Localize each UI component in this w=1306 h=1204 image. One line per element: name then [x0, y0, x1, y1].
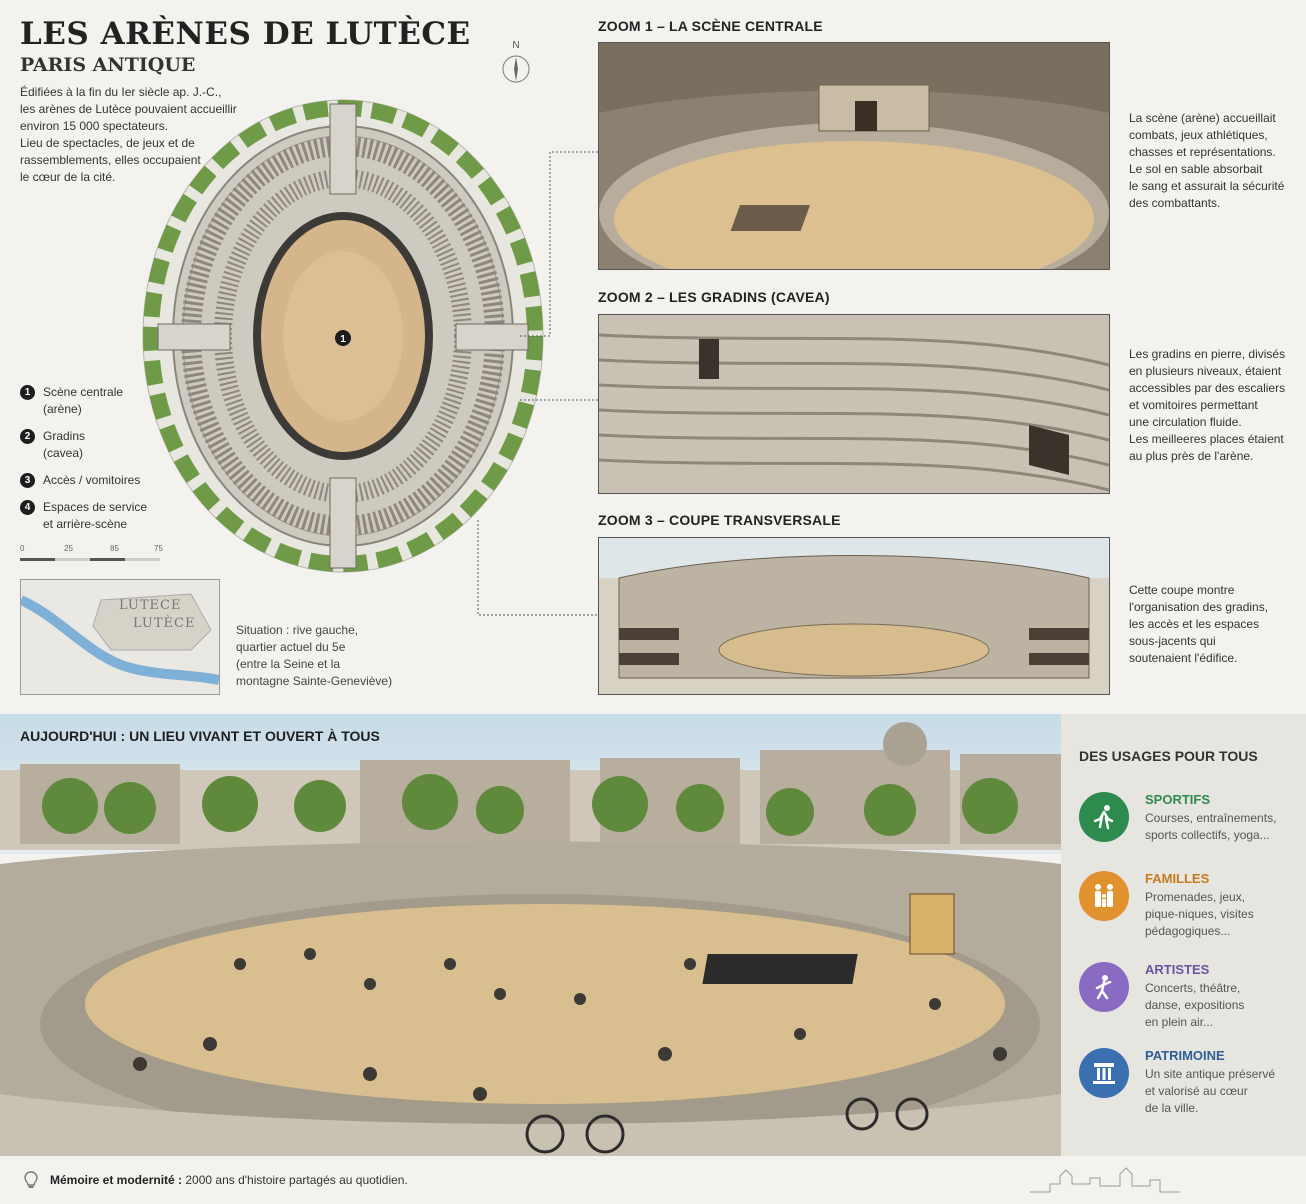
- scale-tick: 25: [64, 544, 73, 553]
- today-scene-image: [0, 714, 1061, 1156]
- legend-text: Scène centrale (arène): [43, 385, 124, 416]
- footer-bold: Mémoire et modernité :: [50, 1173, 183, 1187]
- legend-number: 2: [20, 429, 35, 444]
- minimap-label: LUTÈCE: [133, 616, 196, 631]
- footer: Mémoire et modernité : 2000 ans d'histoi…: [0, 1156, 1306, 1204]
- zoom-3-title: ZOOM 3 – COUPE TRANSVERSALE: [598, 512, 841, 528]
- zoom-2-image: [598, 314, 1110, 494]
- usage-item-patrimoine: PATRIMOINE Un site antique préservé et v…: [1079, 1048, 1299, 1117]
- minimap-label: LUTECE: [119, 598, 182, 613]
- usage-desc: Courses, entraînements, sports collectif…: [1145, 811, 1277, 842]
- usage-desc: Promenades, jeux, pique-niques, visites …: [1145, 890, 1254, 938]
- usage-item-artistes: ARTISTES Concerts, théâtre, danse, expos…: [1079, 962, 1299, 1031]
- today-title: AUJOURD'HUI : UN LIEU VIVANT ET OUVERT À…: [20, 728, 380, 744]
- column-icon: [1079, 1048, 1129, 1098]
- footer-text: Mémoire et modernité : 2000 ans d'histoi…: [50, 1173, 408, 1187]
- intro-text: Édifiées à la fin du Ier siècle ap. J.-C…: [20, 85, 237, 184]
- performer-icon: [1079, 962, 1129, 1012]
- scale-bar: 0 25 85 75: [20, 544, 180, 568]
- usage-name: PATRIMOINE: [1145, 1048, 1225, 1063]
- zoom-2-text: Les gradins en pierre, divisés en plusie…: [1129, 347, 1286, 463]
- legend-text: Gradins (cavea): [43, 429, 86, 460]
- compass-icon: N: [500, 40, 532, 88]
- usage-item-familles: FAMILLES Promenades, jeux, pique-niques,…: [1079, 871, 1299, 940]
- situation-text: Situation : rive gauche, quartier actuel…: [236, 623, 393, 688]
- zoom-1-title: ZOOM 1 – LA SCÈNE CENTRALE: [598, 18, 823, 34]
- usage-item-sportifs: SPORTIFS Courses, entraînements, sports …: [1079, 792, 1299, 844]
- usage-desc: Un site antique préservé et valorisé au …: [1145, 1067, 1276, 1115]
- compass-label: N: [512, 40, 520, 51]
- legend-text: Accès / vomitoires: [43, 473, 141, 487]
- zoom-3-image: [598, 537, 1110, 695]
- runner-icon: [1079, 792, 1129, 842]
- legend-item: 3 Accès / vomitoires: [20, 472, 180, 489]
- legend-item: 2 Gradins (cavea): [20, 428, 180, 462]
- usages-title: DES USAGES POUR TOUS: [1079, 748, 1258, 764]
- scale-tick: 0: [20, 544, 25, 553]
- usage-name: FAMILLES: [1145, 871, 1210, 886]
- legend: 1 Scène centrale (arène) 2 Gradins (cave…: [20, 384, 180, 543]
- scale-tick: 75: [154, 544, 163, 553]
- location-minimap: LUTECE LUTÈCE: [20, 579, 220, 695]
- legend-item: 4 Espaces de service et arrière-scène: [20, 499, 180, 533]
- footer-sentence: 2000 ans d'histoire partagés au quotidie…: [182, 1173, 408, 1187]
- legend-number: 3: [20, 473, 35, 488]
- scale-tick: 85: [110, 544, 119, 553]
- legend-number: 4: [20, 500, 35, 515]
- zoom-1-image: [598, 42, 1110, 270]
- legend-item: 1 Scène centrale (arène): [20, 384, 180, 418]
- page-title: LES ARÈNES DE LUTÈCE: [20, 16, 471, 52]
- legend-text: Espaces de service et arrière-scène: [43, 500, 148, 531]
- connector-lines: [477, 151, 598, 616]
- zoom-3-text: Cette coupe montre l'organisation des gr…: [1129, 583, 1269, 665]
- usage-name: ARTISTES: [1145, 962, 1210, 977]
- city-skyline-icon: [1030, 1167, 1180, 1193]
- arena-plan: 1: [142, 99, 544, 573]
- usage-name: SPORTIFS: [1145, 792, 1211, 807]
- usages-panel: DES USAGES POUR TOUS SPORTIFS Courses, e…: [1061, 714, 1306, 1156]
- zoom-1-text: La scène (arène) accueillait combats, je…: [1129, 111, 1285, 210]
- lightbulb-icon: [22, 1170, 40, 1195]
- usage-desc: Concerts, théâtre, danse, expositions en…: [1145, 981, 1245, 1029]
- plan-center-marker: 1: [340, 334, 346, 345]
- page-subtitle: PARIS ANTIQUE: [20, 54, 196, 76]
- zoom-2-title: ZOOM 2 – LES GRADINS (CAVEA): [598, 289, 830, 305]
- family-icon: [1079, 871, 1129, 921]
- legend-number: 1: [20, 385, 35, 400]
